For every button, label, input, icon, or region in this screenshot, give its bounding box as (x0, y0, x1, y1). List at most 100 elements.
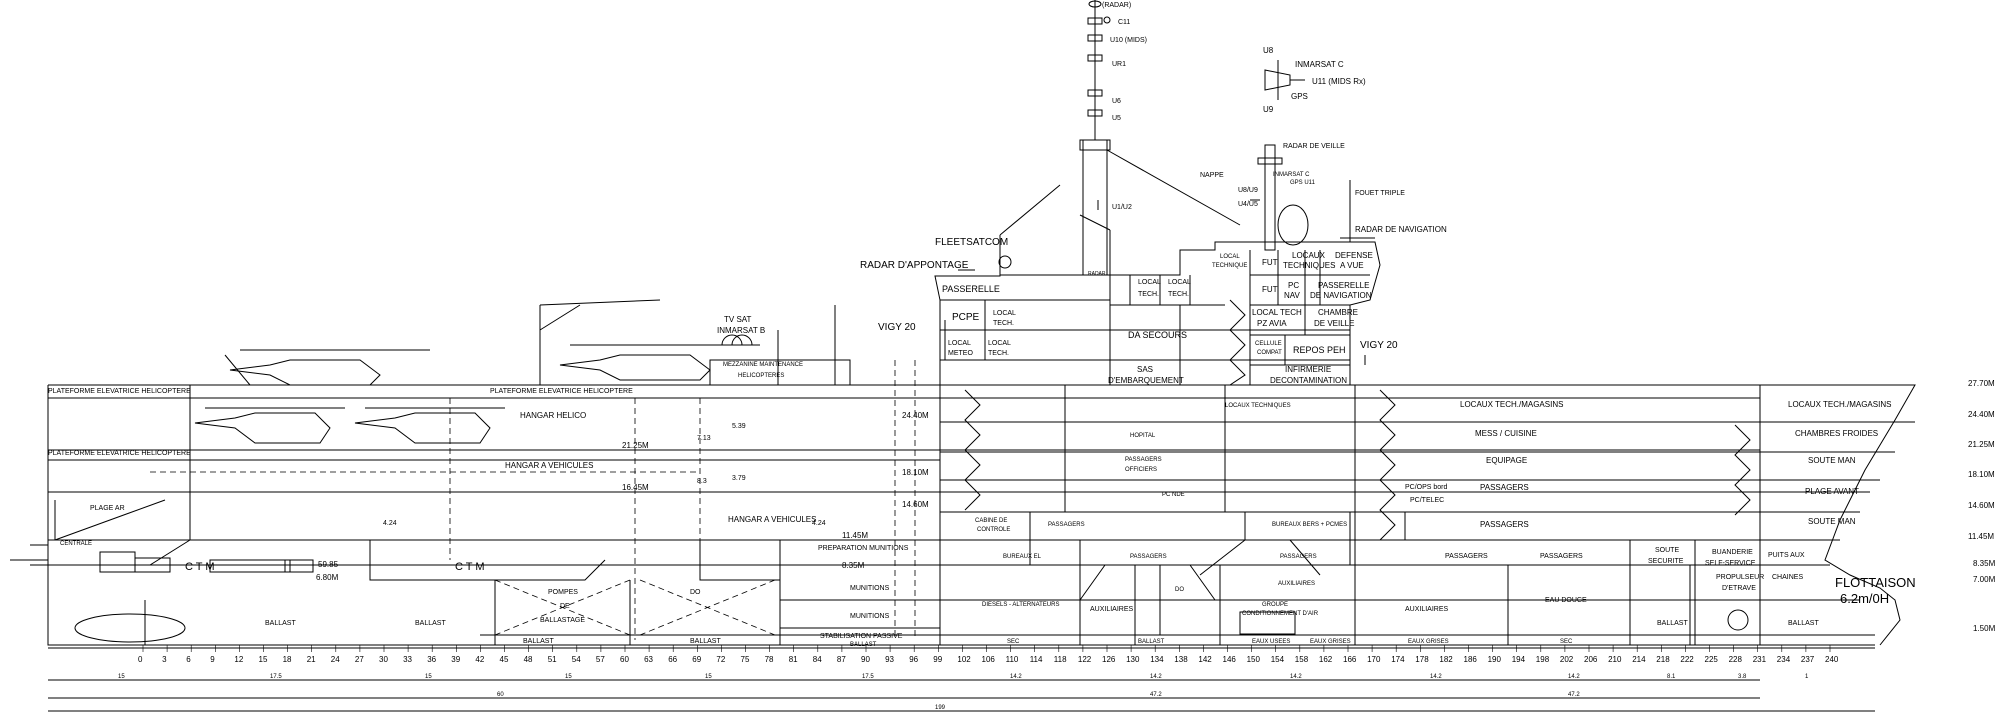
frame-number: 142 (1198, 655, 1212, 664)
segment-length: 17.5 (862, 674, 874, 680)
label-tv-sat: TV SAT (724, 315, 752, 324)
frame-number: 222 (1680, 655, 1694, 664)
frame-number: 106 (982, 655, 996, 664)
label-eaux-usees: EAUX USEES (1252, 639, 1290, 645)
frame-number: 51 (548, 655, 557, 664)
segment-length: 1 (1805, 674, 1809, 680)
frame-number: 87 (837, 655, 846, 664)
helicopters (54, 299, 760, 541)
label-inmarsat-b: INMARSAT B (717, 326, 765, 335)
label-radar-veille: RADAR DE VEILLE (1283, 143, 1345, 150)
label-inmarsat-c-top: INMARSAT C (1295, 60, 1344, 69)
label-chambre: CHAMBRE (1318, 308, 1358, 317)
label-cabine: CABINE DE (975, 518, 1007, 524)
label-propulseur-b: D'ETRAVE (1722, 585, 1756, 592)
hull-outline (10, 384, 1916, 646)
frame-number: 178 (1415, 655, 1429, 664)
label-locaux-tech-magasins-1: LOCAUX TECH./MAGASINS (1460, 400, 1563, 409)
label-cellule-b: COMPAT (1257, 350, 1282, 356)
label-nappe: NAPPE (1200, 172, 1224, 179)
label-fleetsatcom: FLEETSATCOM (935, 237, 1008, 248)
label-locaux-tech-magasins-2: LOCAUX TECH./MAGASINS (1788, 400, 1891, 409)
label-local-technique-1b: TECHNIQUE (1212, 263, 1247, 269)
label-passagers-5: PASSAGERS (1480, 520, 1529, 529)
dim-h-27-70: 27.70M (1968, 379, 1995, 388)
span-length: 60 (497, 692, 504, 698)
frame-number: 126 (1102, 655, 1116, 664)
label-defense-b: A VUE (1340, 261, 1364, 270)
frame-number: 162 (1319, 655, 1333, 664)
segment-length: 3.8 (1738, 674, 1747, 680)
label-munitions-2: MUNITIONS (850, 613, 890, 620)
label-ctm-1: C T M (185, 561, 215, 573)
label-plateforme-2: PLATEFORME ELEVATRICE HELICOPTERE (48, 450, 191, 457)
label-local-tech-4: LOCAL (1168, 279, 1191, 286)
dim-h-18-10: 18.10M (1968, 470, 1995, 479)
label-eaux-grises: EAUX GRISES (1310, 639, 1351, 645)
frame-number: 190 (1488, 655, 1502, 664)
label-soute-man: SOUTE MAN (1808, 456, 1856, 465)
label-radar-nav: RADAR DE NAVIGATION (1355, 225, 1447, 234)
label-ballast-2: BALLAST (415, 620, 446, 627)
label-pc-nav-b: NAV (1284, 291, 1301, 300)
deck-lines (48, 397, 1915, 636)
label-pc-nde: PC NDE (1162, 492, 1185, 498)
label-diesels: DIESELS - ALTERNATEURS (982, 602, 1059, 608)
label-auxiliaires-3: AUXILIAIRES (1405, 606, 1449, 613)
dim-h-14-60-left: 14.60M (902, 500, 929, 509)
label-u11-mids: U11 (MIDS Rx) (1312, 77, 1366, 86)
dim-h-7-13: 7.13 (697, 435, 711, 442)
segment-length: 14.2 (1290, 674, 1302, 680)
frame-number: 166 (1343, 655, 1357, 664)
frame-number: 198 (1536, 655, 1550, 664)
frame-number: 234 (1777, 655, 1791, 664)
label-pompes: POMPES (548, 589, 578, 596)
label-local-tech-1b: TECH. (993, 320, 1014, 327)
segment-length: 14.2 (1568, 674, 1580, 680)
label-locaux-tech: LOCAUX (1292, 251, 1326, 260)
total-length: 199 (935, 705, 946, 711)
label-ballast-4: BALLAST (690, 638, 721, 645)
dim-h-4-24: 4.24 (383, 520, 397, 527)
dim-h-3-79: 3.79 (732, 475, 746, 482)
frame-number: 170 (1367, 655, 1381, 664)
segment-length: 14.2 (1430, 674, 1442, 680)
label-u5: U5 (1112, 115, 1121, 122)
label-fut-2: FUT (1262, 285, 1278, 294)
label-soute-securite: SOUTE (1655, 547, 1679, 554)
dim-h-21-25-left: 21.25M (622, 441, 649, 450)
frame-number: 57 (596, 655, 605, 664)
label-local-technique-1: LOCAL (1220, 254, 1240, 260)
label-ballastage: BALLASTAGE (540, 617, 585, 624)
label-sas: SAS (1137, 365, 1153, 374)
segment-length: 15 (118, 674, 125, 680)
frame-number: 0 (138, 655, 143, 664)
frame-number: 110 (1006, 655, 1019, 664)
label-c11: C11 (1118, 19, 1130, 26)
segment-length: 8.1 (1667, 674, 1676, 680)
label-repos-peh: REPOS PEH (1293, 345, 1346, 355)
label-u8-u9: U8/U9 (1238, 187, 1258, 194)
label-local-tech-3b: TECH. (1138, 291, 1159, 298)
dim-h-11-45: 11.45M (1968, 532, 1994, 541)
label-inmarsat-c: INMARSAT C (1273, 172, 1310, 178)
label-ballast-5: BALLAST (850, 642, 877, 648)
label-flottaison: FLOTTAISON (1835, 575, 1916, 590)
segment-length: 15 (565, 674, 572, 680)
label-equipage: EQUIPAGE (1486, 456, 1527, 465)
label-defense: DEFENSE (1335, 251, 1373, 260)
label-cabine-b: CONTROLE (977, 527, 1010, 533)
label-stabilisation: STABILISATION PASSIVE (820, 633, 903, 640)
label-self-service: SELF-SERVICE (1705, 560, 1756, 567)
label-passerelle-nav-b: DE NAVIGATION (1310, 291, 1372, 300)
frame-number: 90 (861, 655, 870, 664)
label-passagers-7: PASSAGERS (1540, 553, 1583, 560)
frame-number: 9 (210, 655, 215, 664)
label-radar-appontage: RADAR D'APPONTAGE (860, 260, 969, 271)
compartment-labels: PLATEFORME ELEVATRICE HELICOPTEREPLATEFO… (48, 2, 1916, 648)
dim-h-59-85: 59.85 (318, 560, 339, 569)
frame-number: 194 (1512, 655, 1526, 664)
label-groupe: GROUPE (1262, 602, 1288, 608)
frame-number: 66 (668, 655, 677, 664)
segment-length: 17.5 (270, 674, 282, 680)
